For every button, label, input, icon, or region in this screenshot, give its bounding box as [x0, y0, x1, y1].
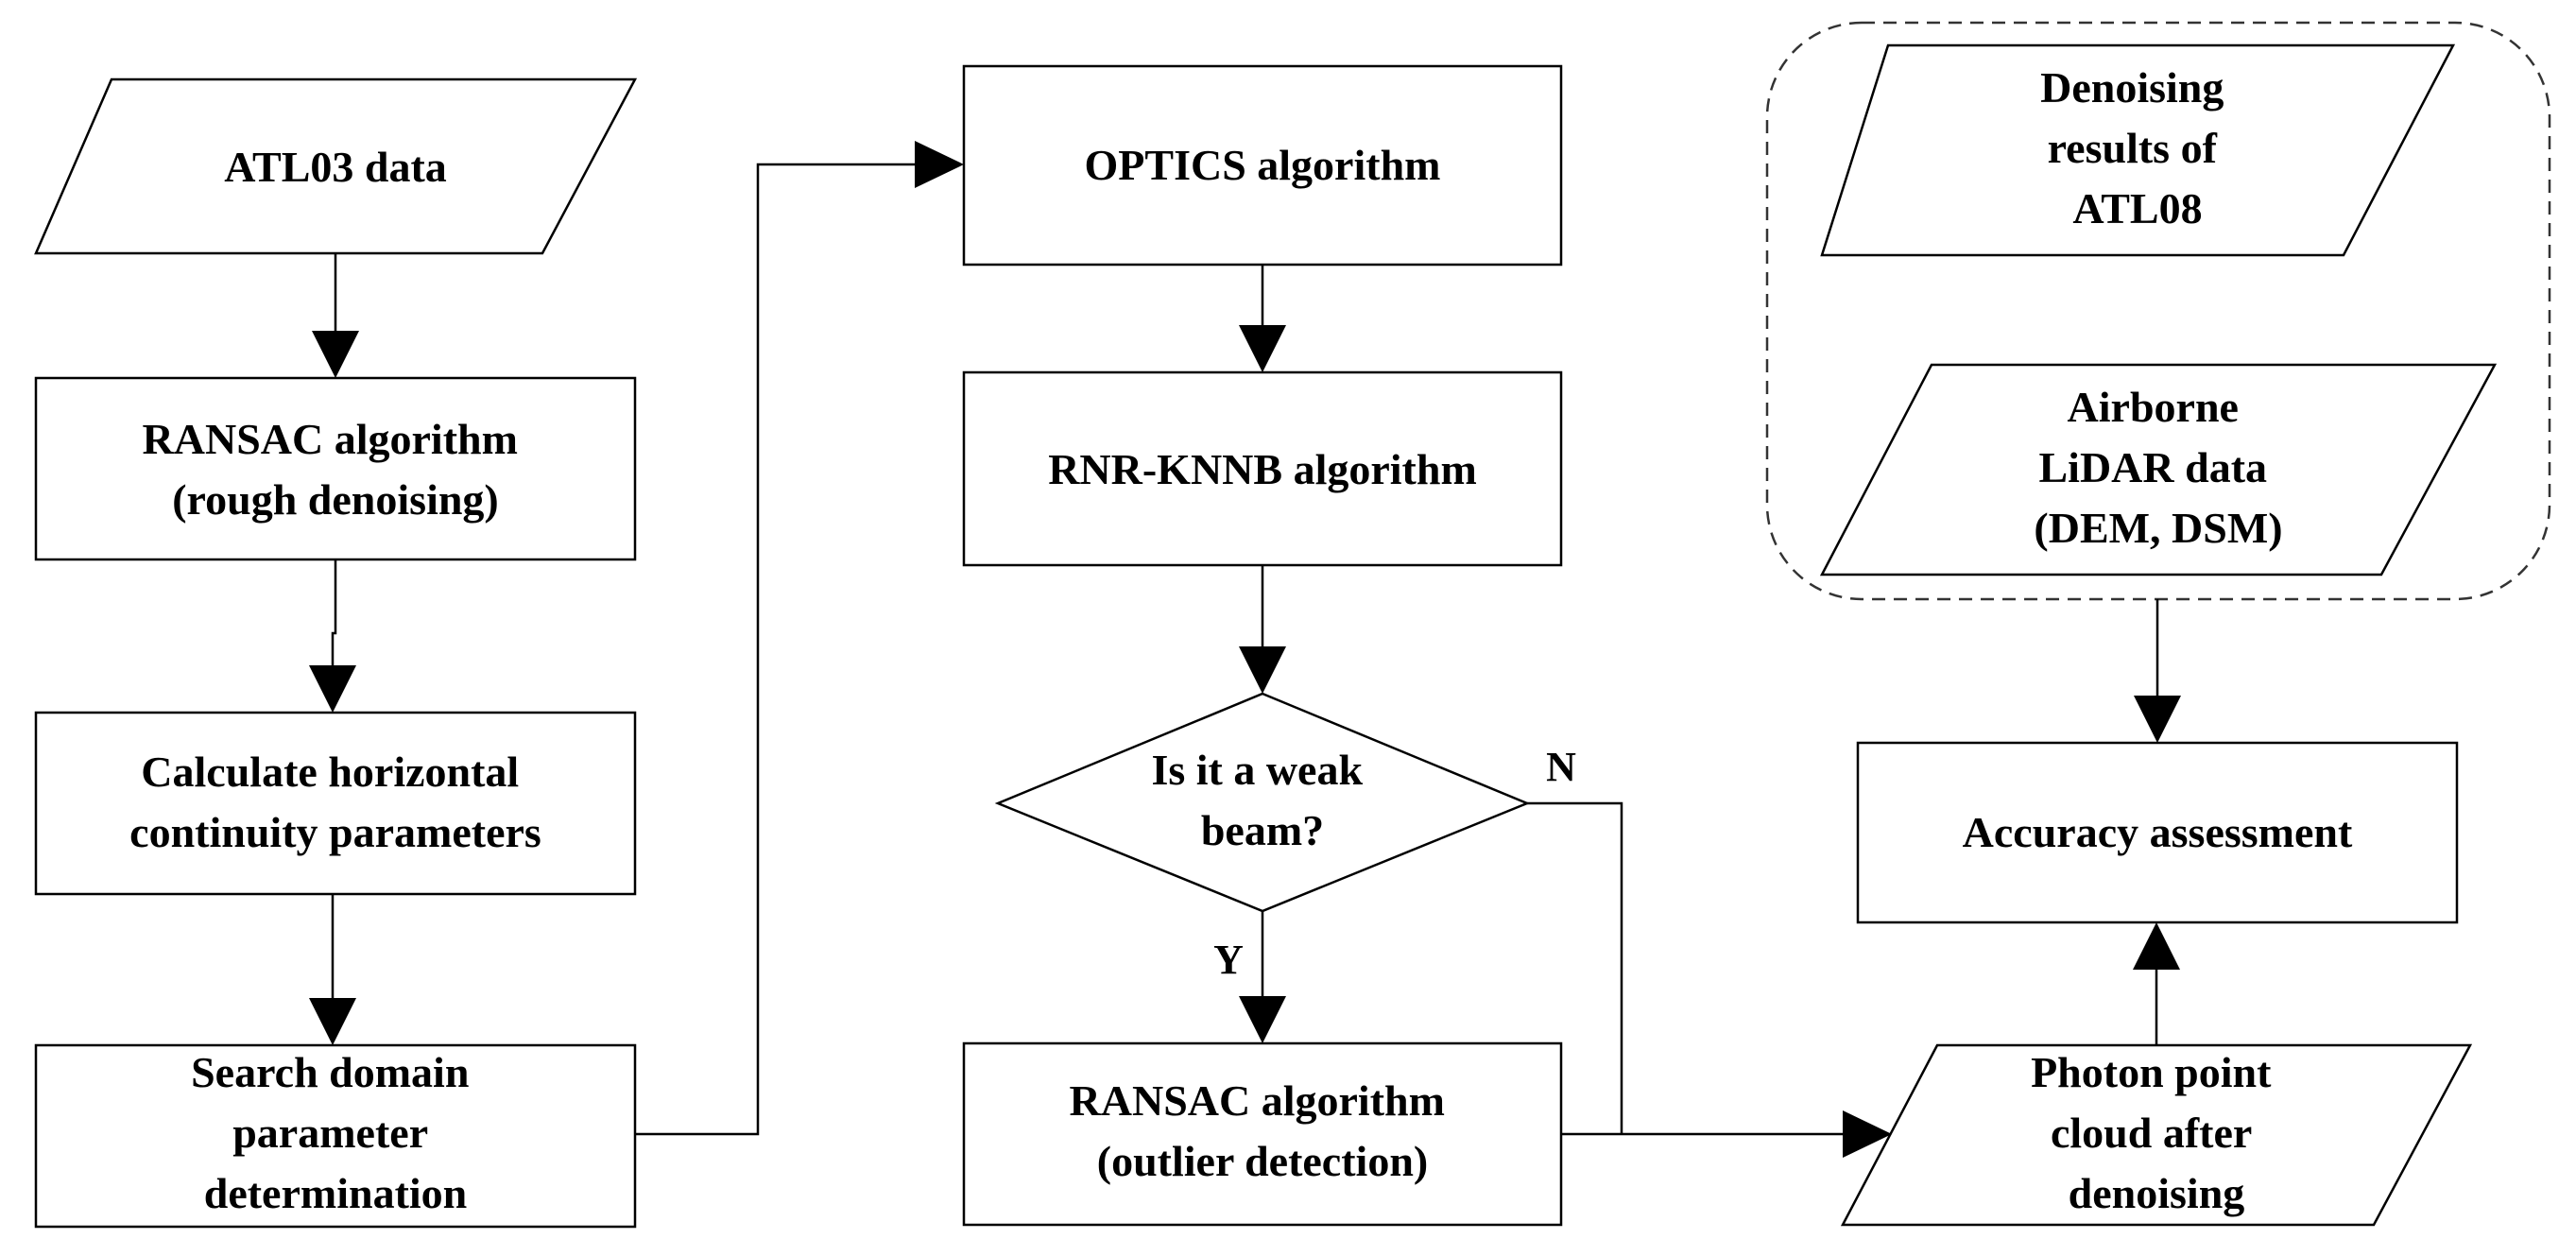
svg-text:Search domain parameter: Search domain parameter determination — [191, 1048, 480, 1217]
node-search-domain-parameter: Search domain parameter determination — [34, 1043, 637, 1229]
node-label-line: (DEM, DSM) — [2034, 504, 2282, 552]
node-airborne-lidar-data: Airborne LiDAR data (DEM, DSM) — [1819, 363, 2498, 576]
node-label-line: Airborne — [2068, 383, 2239, 431]
node-label-line: Accuracy assessment — [1963, 808, 2353, 856]
branch-label-no: N — [1546, 744, 1576, 790]
node-label-line: RNR-KNNB algorithm — [1048, 445, 1477, 493]
edge-decision-yes-to-ransac-outlier — [1239, 911, 1286, 1043]
node-label-line: results of — [2048, 124, 2218, 172]
node-atl03-data-text: ATL03 data — [224, 143, 447, 191]
edge-photon-cloud-to-accuracy — [2133, 922, 2180, 1045]
node-label-line: Calculate horizontal — [141, 748, 519, 796]
node-label-line: Photon point — [2031, 1048, 2272, 1096]
svg-text:RANSAC algorithm (outlie: RANSAC algorithm (outlier detection) — [1070, 1076, 1456, 1185]
node-ransac-rough-denoising: RANSAC algorithm (rough denoising) — [34, 376, 637, 561]
svg-text:Is it a weak beam?: Is it a weak beam? — [1151, 746, 1373, 854]
node-accuracy-assessment: Accuracy assessment — [1856, 741, 2459, 924]
node-label-line: ATL08 — [2072, 184, 2202, 232]
node-label-line: parameter — [232, 1109, 427, 1157]
node-atl03-data: ATL03 data — [34, 77, 638, 255]
svg-text:Accuracy assessment: Accuracy assessment — [1963, 808, 2353, 856]
svg-text:OPTICS algorithm: OPTICS algorithm — [1085, 141, 1441, 189]
edge-ransac-outlier-to-photon-cloud — [1561, 1110, 1892, 1158]
node-label-line: (outlier detection) — [1097, 1137, 1428, 1185]
node-photon-point-cloud: Photon point cloud after denoising — [1840, 1043, 2473, 1227]
edge-atl03-to-ransac-rough — [312, 253, 359, 378]
svg-text:RANSAC algorithm (rough: RANSAC algorithm (rough denoising) — [143, 415, 529, 524]
edge-rnr-knnb-to-decision — [1239, 565, 1286, 694]
node-ransac-outlier-detection: RANSAC algorithm (outlier detection) — [962, 1041, 1563, 1227]
edge-decision-no-to-photon-cloud — [1527, 801, 1623, 1134]
node-label-line: ATL03 data — [224, 143, 447, 191]
node-weak-beam-decision: Is it a weak beam? — [994, 692, 1531, 913]
node-label-line: continuity parameters — [129, 808, 541, 856]
node-label-line: Is it a weak — [1151, 746, 1363, 794]
edge-calc-params-to-search-domain — [309, 894, 356, 1045]
branch-label-yes: Y — [1213, 937, 1244, 983]
svg-text:Denoising results of: Denoising results of ATL08 — [2040, 63, 2235, 232]
node-label-line: determination — [204, 1169, 468, 1217]
edge-reference-group-to-accuracy — [2134, 599, 2181, 743]
svg-text:Photon point cloud after: Photon point cloud after denoising — [2031, 1048, 2282, 1217]
node-label-line: OPTICS algorithm — [1085, 141, 1441, 189]
node-label-line: Search domain — [191, 1048, 469, 1096]
edge-ransac-rough-to-calc-params — [309, 559, 356, 713]
svg-text:Calculate horizontal con: Calculate horizontal continuity paramete… — [129, 748, 541, 856]
node-label-line: beam? — [1201, 806, 1324, 854]
node-calculate-continuity-parameters: Calculate horizontal continuity paramete… — [34, 711, 637, 896]
node-label-line: Denoising — [2040, 63, 2224, 112]
node-label-line: RANSAC algorithm — [1070, 1076, 1445, 1125]
node-label-line: denoising — [2069, 1169, 2245, 1217]
edge-search-domain-to-optics — [635, 141, 964, 1136]
svg-text:Airborne LiDAR data: Airborne LiDAR data (DEM, DSM) — [2034, 383, 2282, 552]
node-rnr-knnb-algorithm: RNR-KNNB algorithm — [962, 370, 1563, 567]
node-label-line: RANSAC algorithm — [143, 415, 518, 463]
edge-optics-to-rnr-knnb — [1239, 265, 1286, 372]
node-label-line: LiDAR data — [2038, 443, 2267, 491]
node-label-line: (rough denoising) — [172, 475, 499, 524]
node-atl08-denoising-results: Denoising results of ATL08 — [1820, 43, 2456, 257]
node-label-line: cloud after — [2051, 1109, 2252, 1157]
node-optics-algorithm: OPTICS algorithm — [962, 64, 1563, 267]
svg-text:RNR-KNNB algorithm: RNR-KNNB algorithm — [1048, 445, 1477, 493]
